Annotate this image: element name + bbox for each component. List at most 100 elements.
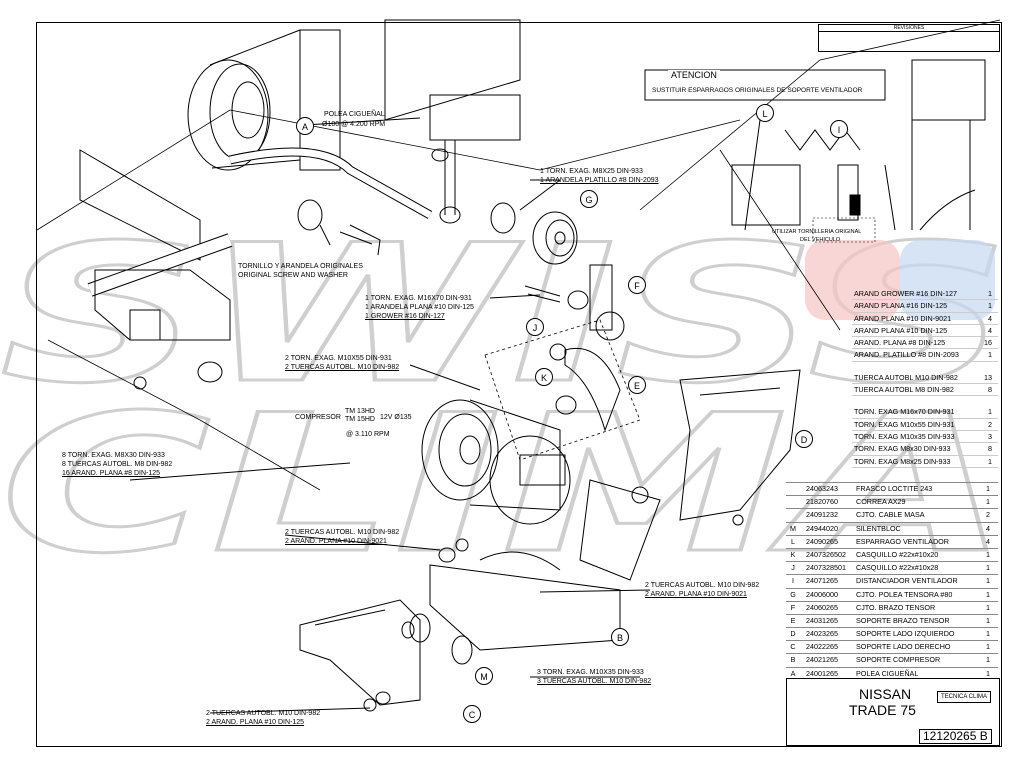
parts-qty: 1	[986, 615, 990, 625]
callout-b: B	[611, 628, 629, 646]
torn-m8x25-label: 1 TORN. EXAG. M8x25 DIN-933	[540, 168, 643, 175]
atencion-label: ATENCION	[668, 70, 720, 80]
table-gap	[852, 396, 998, 406]
hardware-qty: 8	[988, 444, 992, 454]
hardware-qty: 1	[988, 301, 992, 311]
tornillo-originales-label: TORNILLO Y ARANDELA ORIGINALES	[238, 263, 363, 270]
revisions-header: REVISIONES	[819, 25, 999, 32]
parts-desc: CASQUILLO #22x#10x20	[856, 549, 939, 559]
tuercas-m10-d-label: 2 TUERCAS AUTOBL. M10 DIN-982	[206, 710, 321, 717]
parts-qty: 4	[986, 536, 990, 546]
parts-desc: CJTO. POLEA TENSORA #80	[856, 589, 953, 599]
tuercas-m10-3-label: 3 TUERCAS AUTOBL. M10 DIN-982	[537, 678, 652, 685]
parts-code: 24071265	[806, 576, 838, 586]
parts-desc: SOPORTE LADO DERECHO	[856, 642, 951, 652]
parts-desc: ESPARRAGO VENTILADOR	[856, 536, 949, 546]
compressor-clutch	[421, 399, 499, 501]
parts-desc: CORREA AX29	[856, 497, 906, 507]
vehicle-model: TRADE 75	[849, 702, 916, 718]
hardware-row: TORN. EXAG M8x30 DIN-933 8	[852, 443, 998, 456]
arand-plana-10-125-label: 2 ARAND. PLANA #10 DIN-125	[206, 719, 305, 726]
parts-desc: POLEA CIGUEÑAL	[856, 668, 919, 678]
parts-qty: 1	[986, 602, 990, 612]
parts-code: 24006000	[806, 589, 838, 599]
parts-item: F	[790, 602, 796, 612]
hardware-qty: 2	[988, 419, 992, 429]
hardware-qty: 1	[988, 350, 992, 360]
arand-plana-8-label: 16 ARAND. PLANA #8 DIN-125	[62, 470, 161, 477]
parts-qty: 1	[986, 629, 990, 639]
parts-row: 24091232 CJTO. CABLE MASA 2	[786, 508, 998, 521]
hardware-qty: 16	[984, 338, 992, 348]
callout-j: J	[526, 318, 544, 336]
parts-item: D	[790, 629, 796, 639]
arandela-plana-10-label: 1 ARANDELA PLANA #10 DIN-125	[365, 304, 474, 311]
hardware-desc: ARAND. PLANA #8 DIN-125	[854, 338, 946, 348]
hardware-qty: 8	[988, 385, 992, 395]
torn-m10x35-label: 3 TORN. EXAG. M10x35 DIN-933	[537, 669, 644, 676]
tuercas-m10-2-label: 2 TUERCAS AUTOBL. M10 DIN-982	[285, 364, 400, 371]
parts-code: 24091232	[806, 510, 838, 520]
parts-item: E	[790, 615, 796, 625]
hardware-qty: 13	[984, 372, 992, 382]
parts-desc: FRASCO LOCTITE 243	[856, 484, 933, 493]
company-logo: TECNICA CLIMA	[937, 691, 992, 703]
parts-item: C	[790, 642, 796, 652]
callout-e: E	[628, 376, 646, 394]
parts-desc: SOPORTE BRAZO TENSOR	[856, 615, 950, 625]
arandela-platillo-label: 1 ARANDELA PLATILLO #8 DIN-2093	[540, 177, 659, 184]
hardware-qty: 3	[988, 431, 992, 441]
parts-qty: 1	[986, 497, 990, 507]
parts-item: G	[790, 589, 796, 599]
parts-row: E 24031265 SOPORTE BRAZO TENSOR 1	[786, 613, 998, 627]
parts-row: 21820760 CORREA AX29 1	[786, 495, 998, 508]
crank-pulley	[187, 59, 269, 171]
hardware-desc: TORN. EXAG M16x70 DIN-931	[854, 407, 955, 417]
hardware-qty: 4	[988, 325, 992, 335]
parts-qty: 1	[986, 655, 990, 665]
arand-plana-10-9021-label: 2 ARAND. PLANA #10 DIN-9021	[285, 538, 387, 545]
hardware-desc: TORN. EXAG M8x30 DIN-933	[854, 444, 951, 454]
parts-qty: 1	[986, 642, 990, 652]
parts-item: K	[790, 549, 796, 559]
hardware-desc: ARAND PLANA #10 DIN-9021	[854, 313, 952, 323]
parts-qty: 2	[986, 510, 990, 520]
parts-item: J	[791, 563, 795, 573]
callout-f: F	[628, 276, 646, 294]
callout-c: C	[463, 705, 481, 723]
parts-item: I	[792, 576, 794, 586]
hardware-qty: 1	[988, 456, 992, 466]
drawing-revision: B	[979, 729, 988, 743]
parts-item: L	[791, 536, 795, 546]
hardware-qty: 1	[988, 289, 992, 298]
tuercas-m8-label: 8 TUERCAS AUTOBL. M8 DIN-982	[62, 461, 173, 468]
parts-qty: 4	[986, 523, 990, 533]
callout-i: I	[830, 120, 848, 138]
hardware-desc: TORN. EXAG M10x55 DIN-931	[854, 419, 955, 429]
parts-code: 24031265	[806, 615, 838, 625]
parts-desc: CJTO. CABLE MASA	[856, 510, 925, 520]
parts-code: 21820760	[806, 497, 838, 507]
title-block: NISSAN TRADE 75 TECNICA CLIMA 12120265 B	[786, 678, 1000, 746]
compresor-tm2: TM 15HD	[345, 416, 375, 423]
callout-a: A	[296, 117, 314, 135]
parts-desc: CJTO. BRAZO TENSOR	[856, 602, 936, 612]
parts-desc: CASQUILLO #22x#10x28	[856, 563, 939, 573]
callout-l: L	[756, 104, 774, 122]
